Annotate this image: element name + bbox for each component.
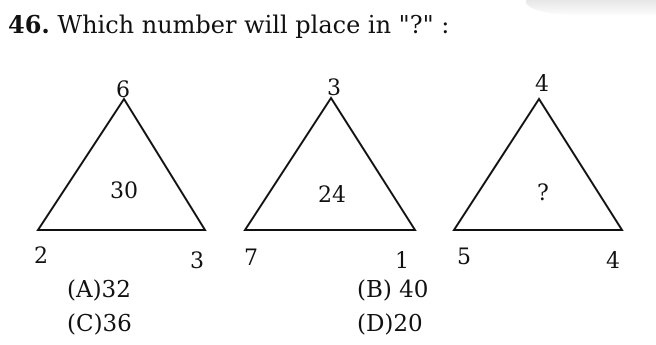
page-corner-shadow — [526, 0, 656, 16]
question-number: 46. — [8, 10, 50, 39]
question-line: 46. Which number will place in "?" : — [8, 10, 449, 40]
triangle-3: 4 ? 5 4 — [452, 72, 624, 274]
triangle-2-top-number: 3 — [327, 76, 341, 101]
option-b: (B) 40 — [357, 277, 429, 303]
triangle-2-bottom-left-number: 7 — [244, 246, 258, 271]
triangle-2: 3 24 7 1 — [243, 76, 417, 274]
triangle-1-top-number: 6 — [116, 78, 130, 103]
triangle-2-center-number: 24 — [318, 183, 346, 208]
triangle-2-bottom-right-number: 1 — [395, 249, 409, 274]
triangle-3-top-number: 4 — [535, 72, 549, 97]
triangle-1: 6 30 2 3 — [34, 78, 207, 274]
triangle-2-outline — [243, 96, 417, 231]
triangle-3-center-number: ? — [537, 181, 549, 206]
triangle-1-center-number: 30 — [110, 179, 138, 204]
triangle-1-outline — [36, 97, 207, 231]
triangle-1-bottom-right-number: 3 — [190, 249, 204, 274]
triangle-1-bottom-left-number: 2 — [34, 244, 48, 269]
option-c: (C)36 — [67, 311, 132, 337]
question-text: Which number will place in "?" : — [57, 11, 450, 39]
triangle-3-bottom-left-number: 5 — [457, 245, 471, 270]
triangle-3-outline — [452, 97, 624, 231]
option-d: (D)20 — [357, 311, 423, 337]
triangle-3-bottom-right-number: 4 — [606, 249, 620, 274]
option-a: (A)32 — [67, 277, 131, 303]
